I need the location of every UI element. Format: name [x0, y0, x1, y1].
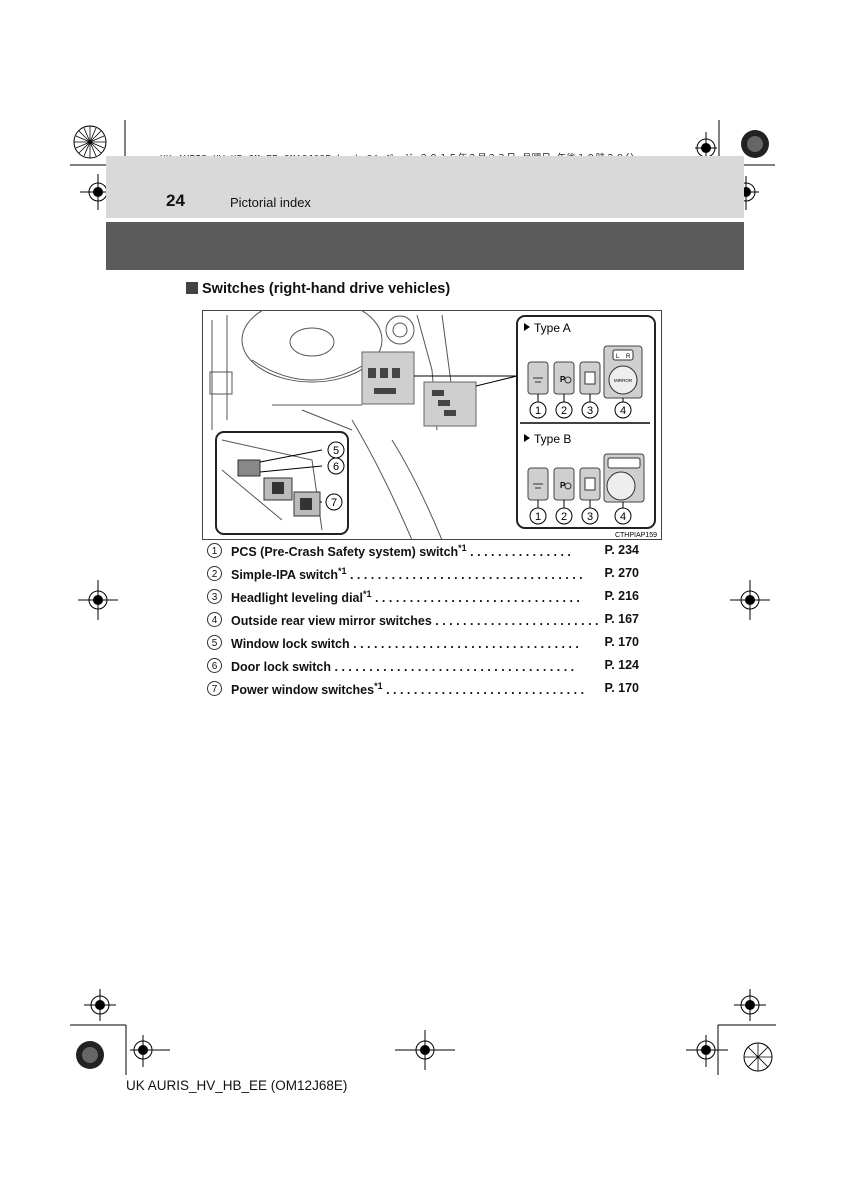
mirror-label: MIRROR [614, 378, 633, 383]
callout-7 [325, 493, 343, 511]
page-reference: P. 167 [604, 612, 639, 626]
type-b-callout-3: 3 [587, 511, 593, 523]
section-title: Pictorial index [230, 195, 311, 210]
ipa-label-a: P [560, 375, 566, 384]
callout-7-label: 7 [331, 497, 337, 509]
header-band-dark [106, 222, 744, 270]
callout-6-label: 6 [333, 461, 339, 473]
subsection-title-text: Switches (right-hand drive vehicles) [202, 281, 451, 297]
item-label: PCS (Pre-Crash Safety system) switch [231, 545, 459, 560]
mirror-r-label: R [626, 354, 631, 360]
type-b-label: Type B [534, 432, 571, 446]
leader-dots: . . . . . . . . . . . . . . . . . . . . … [353, 637, 579, 652]
list-item: 4 Outside rear view mirror switches . . … [207, 610, 647, 633]
type-a-label: Type A [534, 321, 571, 335]
list-item: 7 Power window switches*1 . . . . . . . … [207, 679, 647, 702]
mirror-l-label: L [616, 354, 620, 360]
callout-5-label: 5 [333, 445, 339, 457]
callout-6 [327, 457, 345, 475]
item-number: 5 [207, 635, 222, 650]
item-label: Simple-IPA switch [231, 568, 338, 583]
switch-reference-list: 1 PCS (Pre-Crash Safety system) switch*1… [207, 541, 647, 702]
footnote-marker: *1 [337, 566, 347, 576]
registration-mark-bottom-left [70, 989, 170, 1075]
type-b-callout-2: 2 [561, 511, 567, 523]
leader-dots: . . . . . . . . . . . . . . . . . . . . … [374, 591, 580, 606]
footnote-marker: *1 [458, 543, 467, 553]
type-b-arrow-icon [524, 434, 530, 442]
page-reference: P. 234 [604, 543, 639, 557]
steering-wheel [241, 310, 383, 383]
leader-dots: . . . . . . . . . . . . . . . . . . . . … [349, 568, 583, 583]
item-number: 7 [207, 681, 222, 696]
ipa-label-b: P [560, 481, 566, 490]
leader-dots: . . . . . . . . . . . . . . . . . . . . … [435, 614, 599, 629]
type-a-callout-1: 1 [535, 405, 541, 417]
type-b-callout-1: 1 [535, 511, 541, 523]
list-item: 2 Simple-IPA switch*1 . . . . . . . . . … [207, 564, 647, 587]
page-reference: P. 124 [604, 658, 639, 672]
item-label: Headlight leveling dial [231, 591, 363, 606]
footnote-marker: *1 [362, 589, 372, 599]
registration-mark-bottom-right [686, 989, 776, 1075]
type-a-callout-2: 2 [561, 405, 567, 417]
page-reference: P. 170 [604, 681, 639, 695]
page-reference: P. 170 [604, 635, 639, 649]
type-a-callout-4: 4 [620, 405, 626, 417]
page-number: 24 [166, 191, 185, 210]
type-a-switches: P L R MIRROR [527, 345, 643, 399]
type-b-switches: P [527, 453, 645, 503]
item-label: Power window switches [231, 683, 375, 698]
type-b-callout-4: 4 [620, 511, 626, 523]
list-item: 1 PCS (Pre-Crash Safety system) switch*1… [207, 541, 647, 564]
item-number: 1 [207, 543, 222, 558]
footer-manual-code: UK AURIS_HV_HB_EE (OM12J68E) [126, 1078, 348, 1093]
registration-mark-mid-left [78, 580, 118, 620]
header-band-light [106, 156, 744, 218]
type-a-callout-3: 3 [587, 405, 593, 417]
list-item: 6 Door lock switch . . . . . . . . . . .… [207, 656, 647, 679]
item-label: Outside rear view mirror switches [231, 614, 432, 629]
item-label: Window lock switch [231, 637, 350, 652]
list-item: 3 Headlight leveling dial*1 . . . . . . … [207, 587, 647, 610]
subsection-title: Switches (right-hand drive vehicles) [186, 281, 450, 297]
footnote-marker: *1 [374, 681, 383, 691]
switches-illustration: 5 6 7 Type A Type B P L R MIRROR 1 2 3 4… [202, 310, 662, 540]
square-bullet-icon [186, 282, 198, 294]
air-vent [385, 315, 415, 345]
leader-dots: . . . . . . . . . . . . . . . . . . . . … [386, 683, 585, 698]
list-item: 5 Window lock switch . . . . . . . . . .… [207, 633, 647, 656]
leader-dots: . . . . . . . . . . . . . . . [470, 545, 571, 560]
item-number: 3 [207, 589, 222, 604]
item-number: 6 [207, 658, 222, 673]
page-reference: P. 216 [604, 589, 639, 603]
page-reference: P. 270 [604, 566, 639, 580]
registration-mark-mid-right [730, 580, 770, 620]
type-a-arrow-icon [524, 323, 530, 331]
figure-code: CTHPIAP159 [615, 532, 657, 539]
item-label: Door lock switch [231, 660, 332, 675]
registration-mark-bottom-center [395, 1030, 455, 1070]
item-number: 4 [207, 612, 222, 627]
leader-dots: . . . . . . . . . . . . . . . . . . . . … [334, 660, 575, 675]
item-number: 2 [207, 566, 222, 581]
